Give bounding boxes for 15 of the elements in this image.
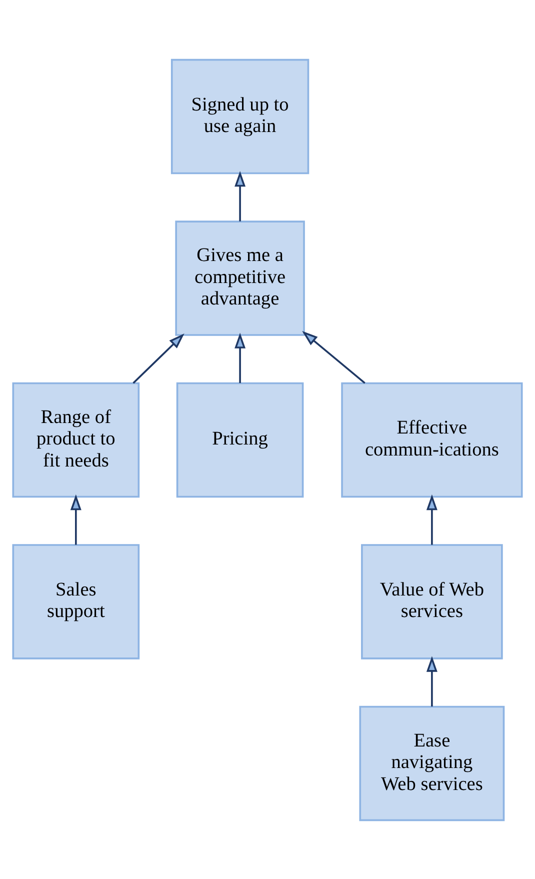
node-box: Value of Web services bbox=[361, 544, 503, 659]
node-box: Signed up to use again bbox=[170, 58, 310, 174]
arrow bbox=[234, 170, 246, 221]
node-box: Effective commun-ications bbox=[341, 382, 523, 498]
node-box: Gives me a competitive advantage bbox=[175, 220, 305, 336]
arrow bbox=[302, 330, 366, 384]
arrow bbox=[70, 494, 82, 544]
arrow bbox=[132, 333, 184, 384]
arrow bbox=[426, 494, 438, 544]
arrow bbox=[234, 332, 246, 383]
node-box: Sales support bbox=[12, 544, 140, 659]
node-box: Range of product to fit needs bbox=[12, 382, 140, 498]
node-box: Pricing bbox=[176, 382, 304, 498]
arrow bbox=[426, 656, 438, 706]
node-box: Ease navigating Web services bbox=[359, 705, 505, 821]
